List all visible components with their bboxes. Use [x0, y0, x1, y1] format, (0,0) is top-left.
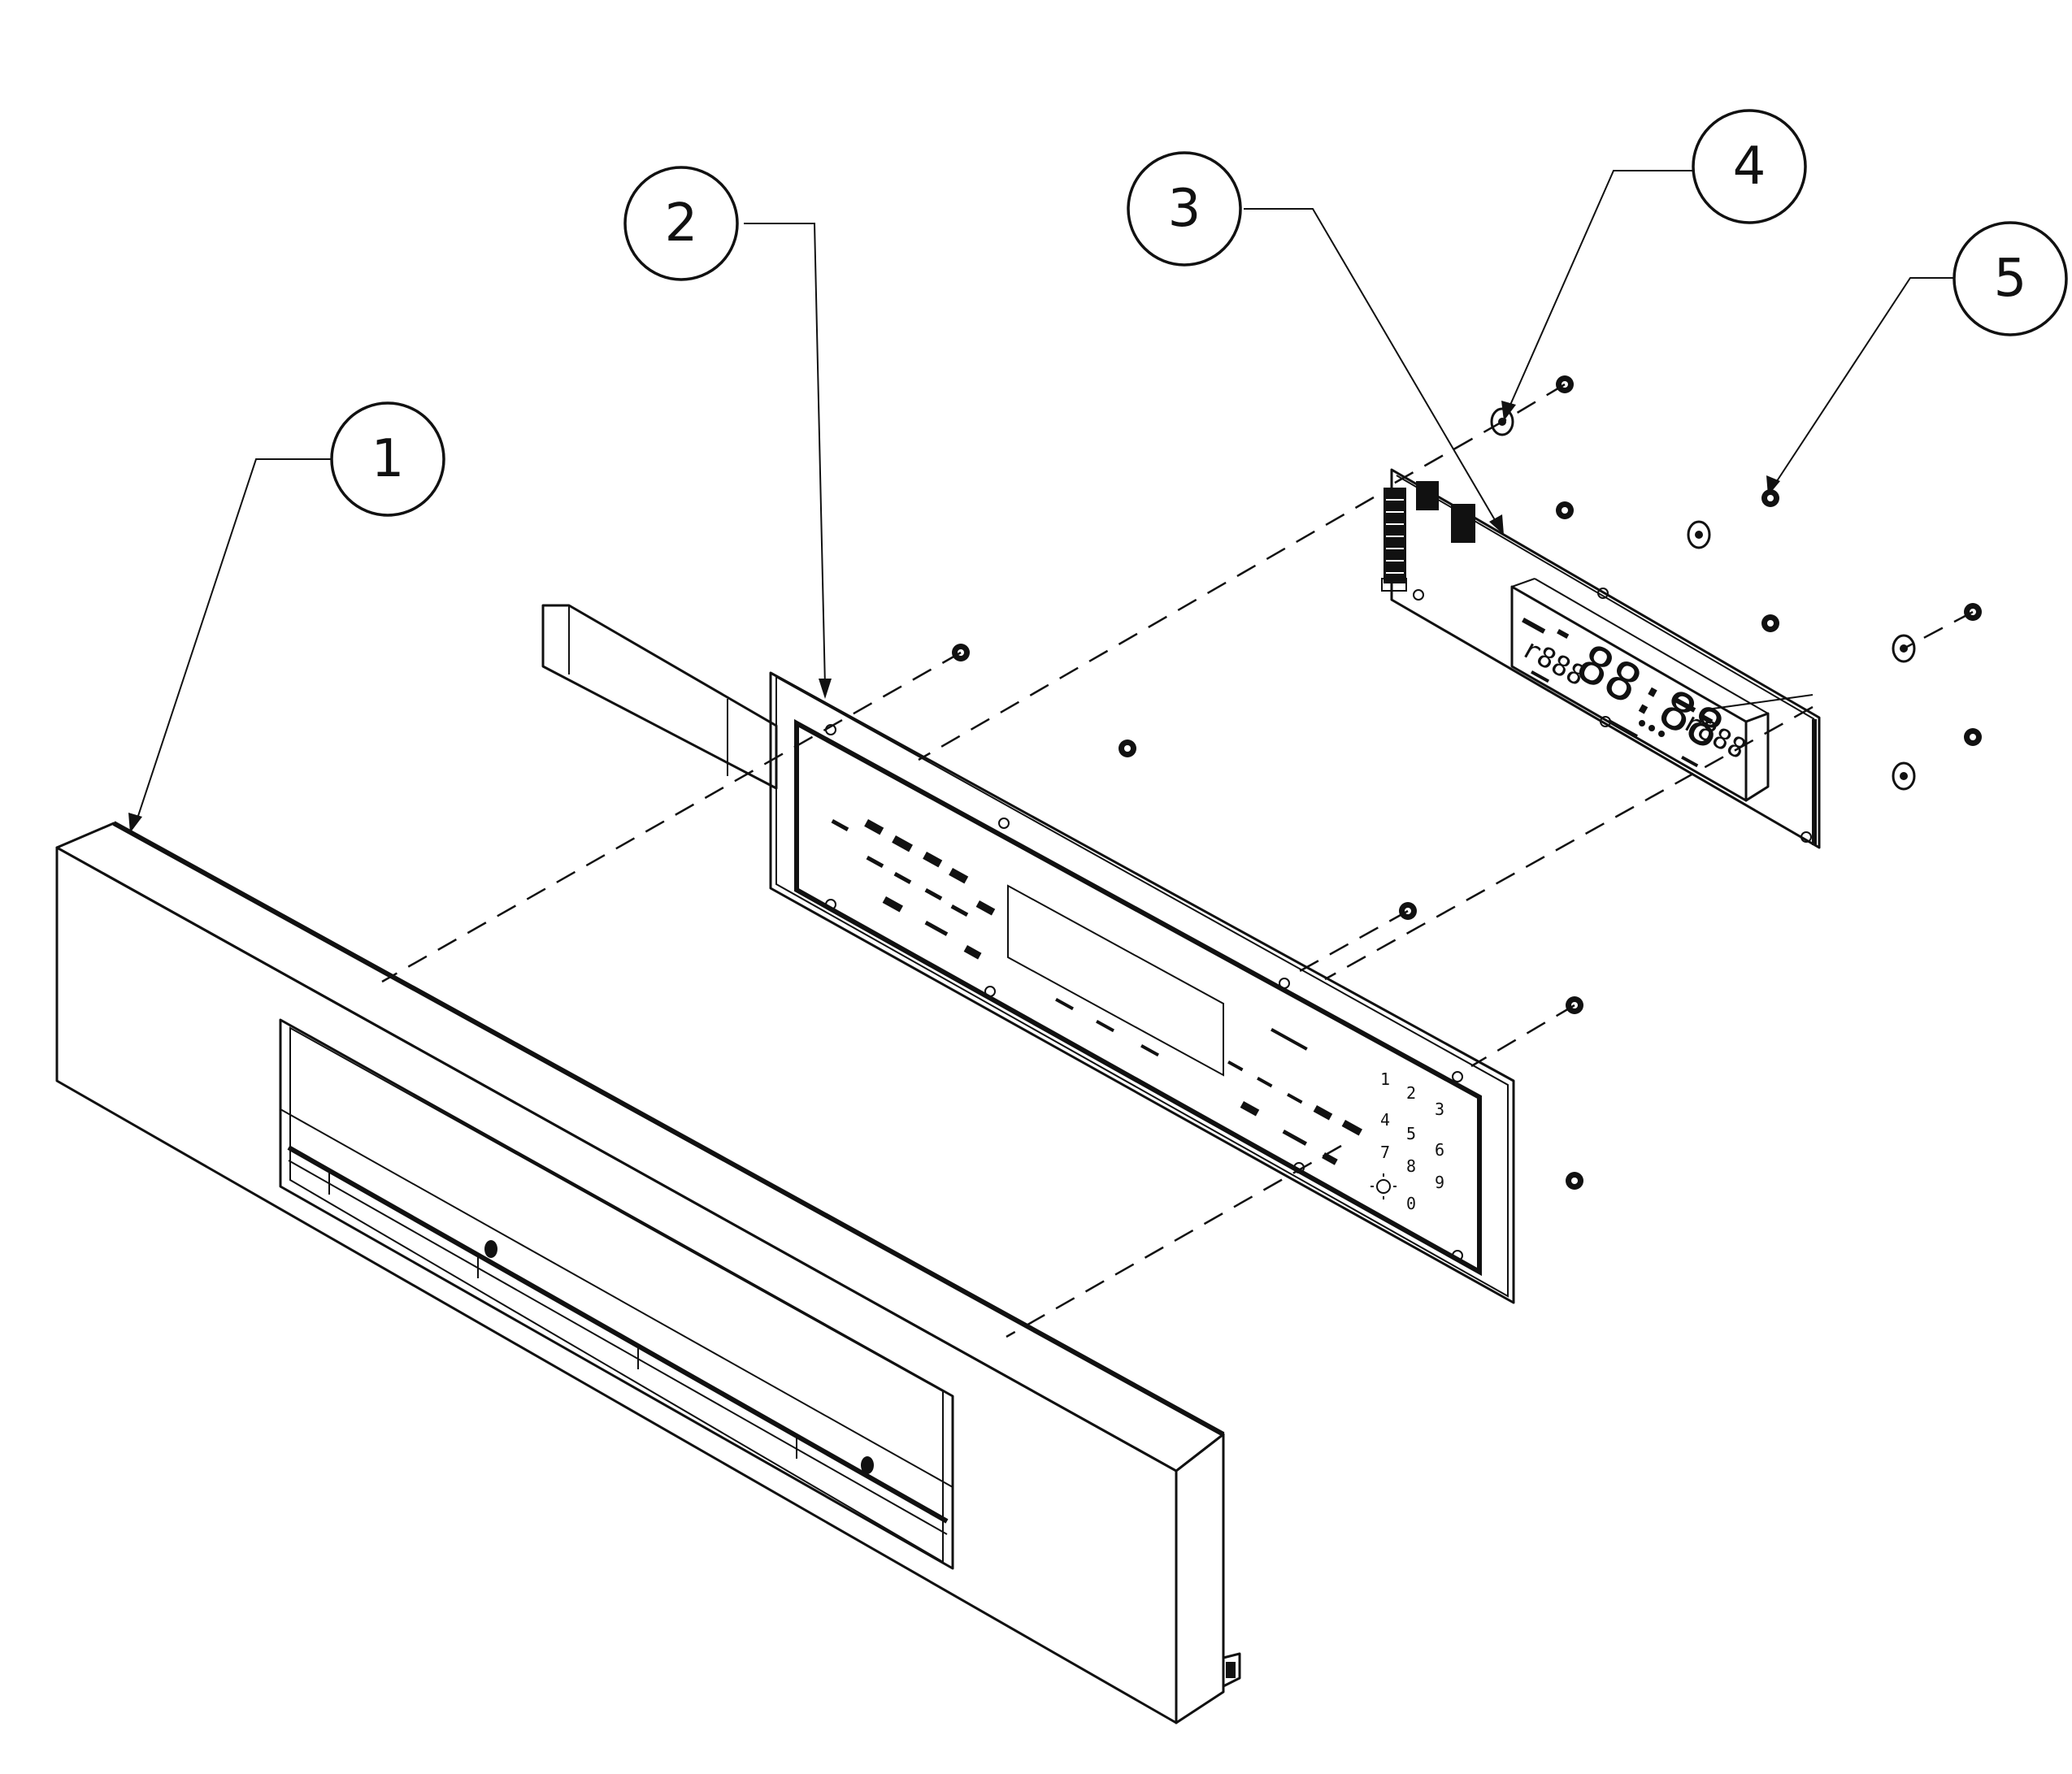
nut-icon: [1119, 740, 1136, 757]
keypad-key: 3: [1435, 1100, 1444, 1119]
callout-5[interactable]: 5: [1953, 221, 2068, 336]
keypad-key: 6: [1435, 1140, 1444, 1160]
nut-icon: [1964, 728, 1982, 746]
callout-4[interactable]: 4: [1692, 109, 1807, 224]
hardware: [952, 375, 1982, 1190]
nut-icon: [1556, 501, 1574, 519]
assembly-lines: [381, 383, 1974, 1338]
screw-icon: [861, 1456, 874, 1474]
callout-3[interactable]: 3: [1127, 151, 1242, 267]
nut-icon: [1761, 489, 1779, 507]
membrane-overlay: 1 2 3 4 5 6 7 8 9 0: [541, 604, 1515, 1304]
overlay-keypad: 1 2 3 4 5 6 7 8 9 0: [1370, 1069, 1444, 1213]
callout-3-label: 3: [1168, 179, 1201, 239]
overlay-key-labels: [831, 818, 1362, 1165]
keypad-key: 2: [1406, 1083, 1416, 1103]
callout-2-label: 2: [665, 193, 698, 254]
overlay-display-window: [1007, 884, 1224, 1077]
callout-4-label: 4: [1733, 137, 1766, 197]
ribbon-cable: [541, 604, 778, 790]
callout-1-label: 1: [371, 429, 405, 489]
callout-1[interactable]: 1: [330, 401, 445, 517]
nut-icon: [1566, 1172, 1583, 1190]
keypad-key: 5: [1406, 1124, 1416, 1143]
spacer-icon: [1892, 761, 1916, 791]
callout-5-label: 5: [1994, 249, 2027, 309]
callout-2[interactable]: 2: [623, 166, 739, 281]
light-bulb-icon: [1370, 1173, 1397, 1199]
display-control-board: r888 88:88 r888: [1381, 468, 1821, 849]
keypad-key: 7: [1380, 1143, 1390, 1162]
keypad-key: 8: [1406, 1156, 1416, 1176]
chip-icon: [1451, 504, 1475, 543]
control-panel-frame: [55, 821, 1241, 1724]
display-window: [279, 1018, 954, 1570]
chip-icon: [1416, 481, 1439, 510]
callout-leaders: [128, 170, 1955, 833]
keypad-key: 0: [1406, 1194, 1416, 1213]
spacer-icon: [1687, 520, 1711, 549]
screw-icon: [484, 1240, 497, 1258]
keypad-key: 1: [1380, 1069, 1390, 1089]
nut-icon: [1761, 614, 1779, 632]
keypad-key: 4: [1380, 1110, 1390, 1130]
keypad-key: 9: [1435, 1173, 1444, 1192]
